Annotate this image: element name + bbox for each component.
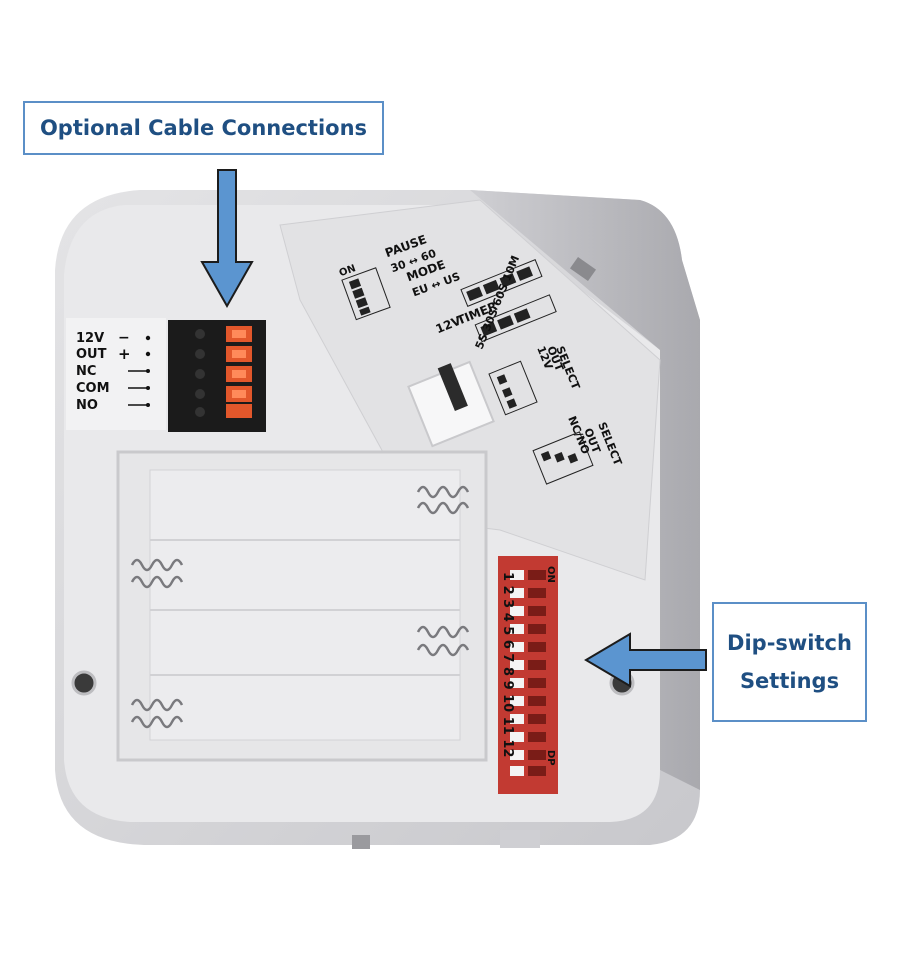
housing-slot [569,256,597,282]
callout-dip-line1: Dip-switch [727,631,852,655]
bottom-tab-left [352,835,370,849]
screw-hole-left [71,670,97,696]
callout-dip-line2: Settings [739,669,840,693]
terminal-label-com: COM [76,381,110,396]
arrow-down-icon [200,169,254,309]
terminal-sign-minus: − [118,330,130,346]
label-on: ON [338,263,358,279]
sensor-window [407,360,495,448]
dip-label-dp: DP [545,750,556,766]
terminal-label-out: OUT [76,347,107,362]
dip-switch-block [498,556,558,794]
bottom-tab-right [500,830,540,848]
arrow-left-icon [584,632,707,688]
terminal-slots [195,326,252,418]
terminal-label-12v: 12V [76,331,104,346]
battery-springs [130,485,470,729]
callout-dip-switch-settings: Dip-switch Settings [712,602,867,722]
callout-optional-cable-connections: Optional Cable Connections [23,101,384,155]
terminal-label-no: NO [76,398,98,413]
callout-cable-text: Optional Cable Connections [39,116,368,140]
housing-edge [470,190,700,790]
battery-slot-dividers [150,539,460,676]
terminal-sign-plus: + [118,345,131,363]
dip-label-on: ON [545,566,556,583]
dip-switch-numbers: 1 2 3 4 5 6 7 8 9 10 11 12 [500,572,515,757]
terminal-labels: 12V − OUT + NC COM NO [76,330,151,413]
terminal-label-nc: NC [76,364,96,379]
